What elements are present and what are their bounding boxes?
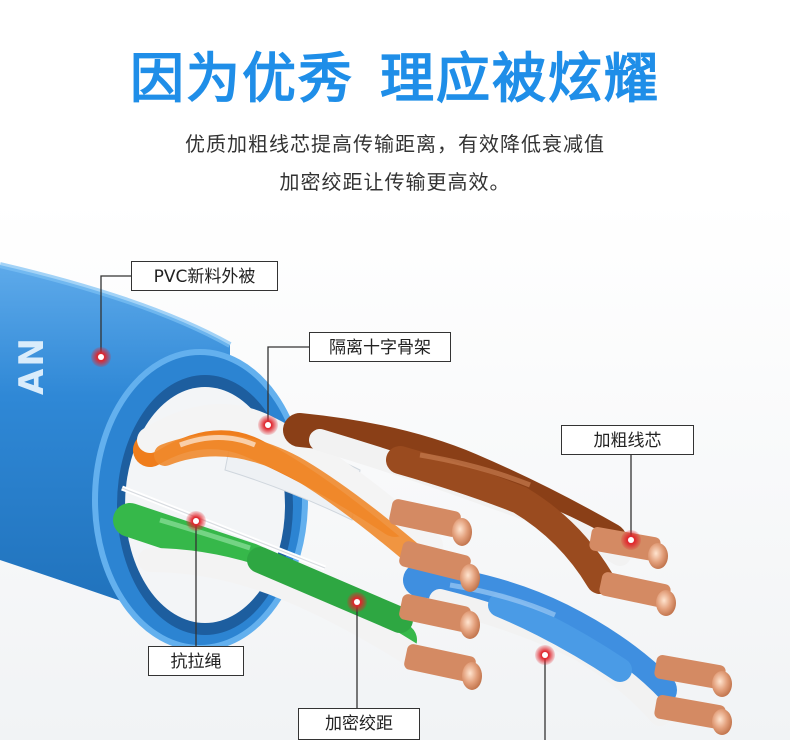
callout-thick-core: 加粗线芯 xyxy=(561,425,694,455)
copper-core xyxy=(399,594,480,639)
marker-dots xyxy=(91,347,641,665)
callout-twist-pitch: 加密绞距 xyxy=(298,708,420,740)
marker-dot-blue-pair xyxy=(535,645,555,665)
subtitle-line-1: 优质加粗线芯提高传输距离，有效降低衰减值 xyxy=(185,132,605,156)
copper-conductors xyxy=(389,499,732,735)
copper-core xyxy=(654,695,732,735)
marker-dot-twist xyxy=(347,592,367,612)
copper-core xyxy=(654,655,732,697)
headline-part-2: 理应被炫耀 xyxy=(380,47,660,110)
subtitle-line-2: 加密绞距让传输更高效。 xyxy=(279,170,511,194)
marker-dot-jacket xyxy=(91,347,111,367)
headline: 因为优秀理应被炫耀 xyxy=(0,46,790,112)
callout-cross-spine: 隔离十字骨架 xyxy=(309,332,451,362)
copper-core xyxy=(399,541,480,592)
marker-dot-core xyxy=(621,530,641,550)
brown-pair xyxy=(283,413,631,594)
jacket-brand-print: AN xyxy=(12,336,52,395)
green-pair xyxy=(113,503,432,672)
headline-part-1: 因为优秀 xyxy=(130,47,354,110)
callout-pvc-jacket: PVC新料外被 xyxy=(131,261,278,291)
marker-dot-rope xyxy=(186,511,206,531)
copper-core xyxy=(404,644,482,690)
copper-core xyxy=(599,572,676,616)
copper-core xyxy=(389,499,472,546)
callout-rip-cord: 抗拉绳 xyxy=(148,646,244,676)
marker-dot-spine xyxy=(258,415,278,435)
rip-cord-shade xyxy=(121,487,326,569)
